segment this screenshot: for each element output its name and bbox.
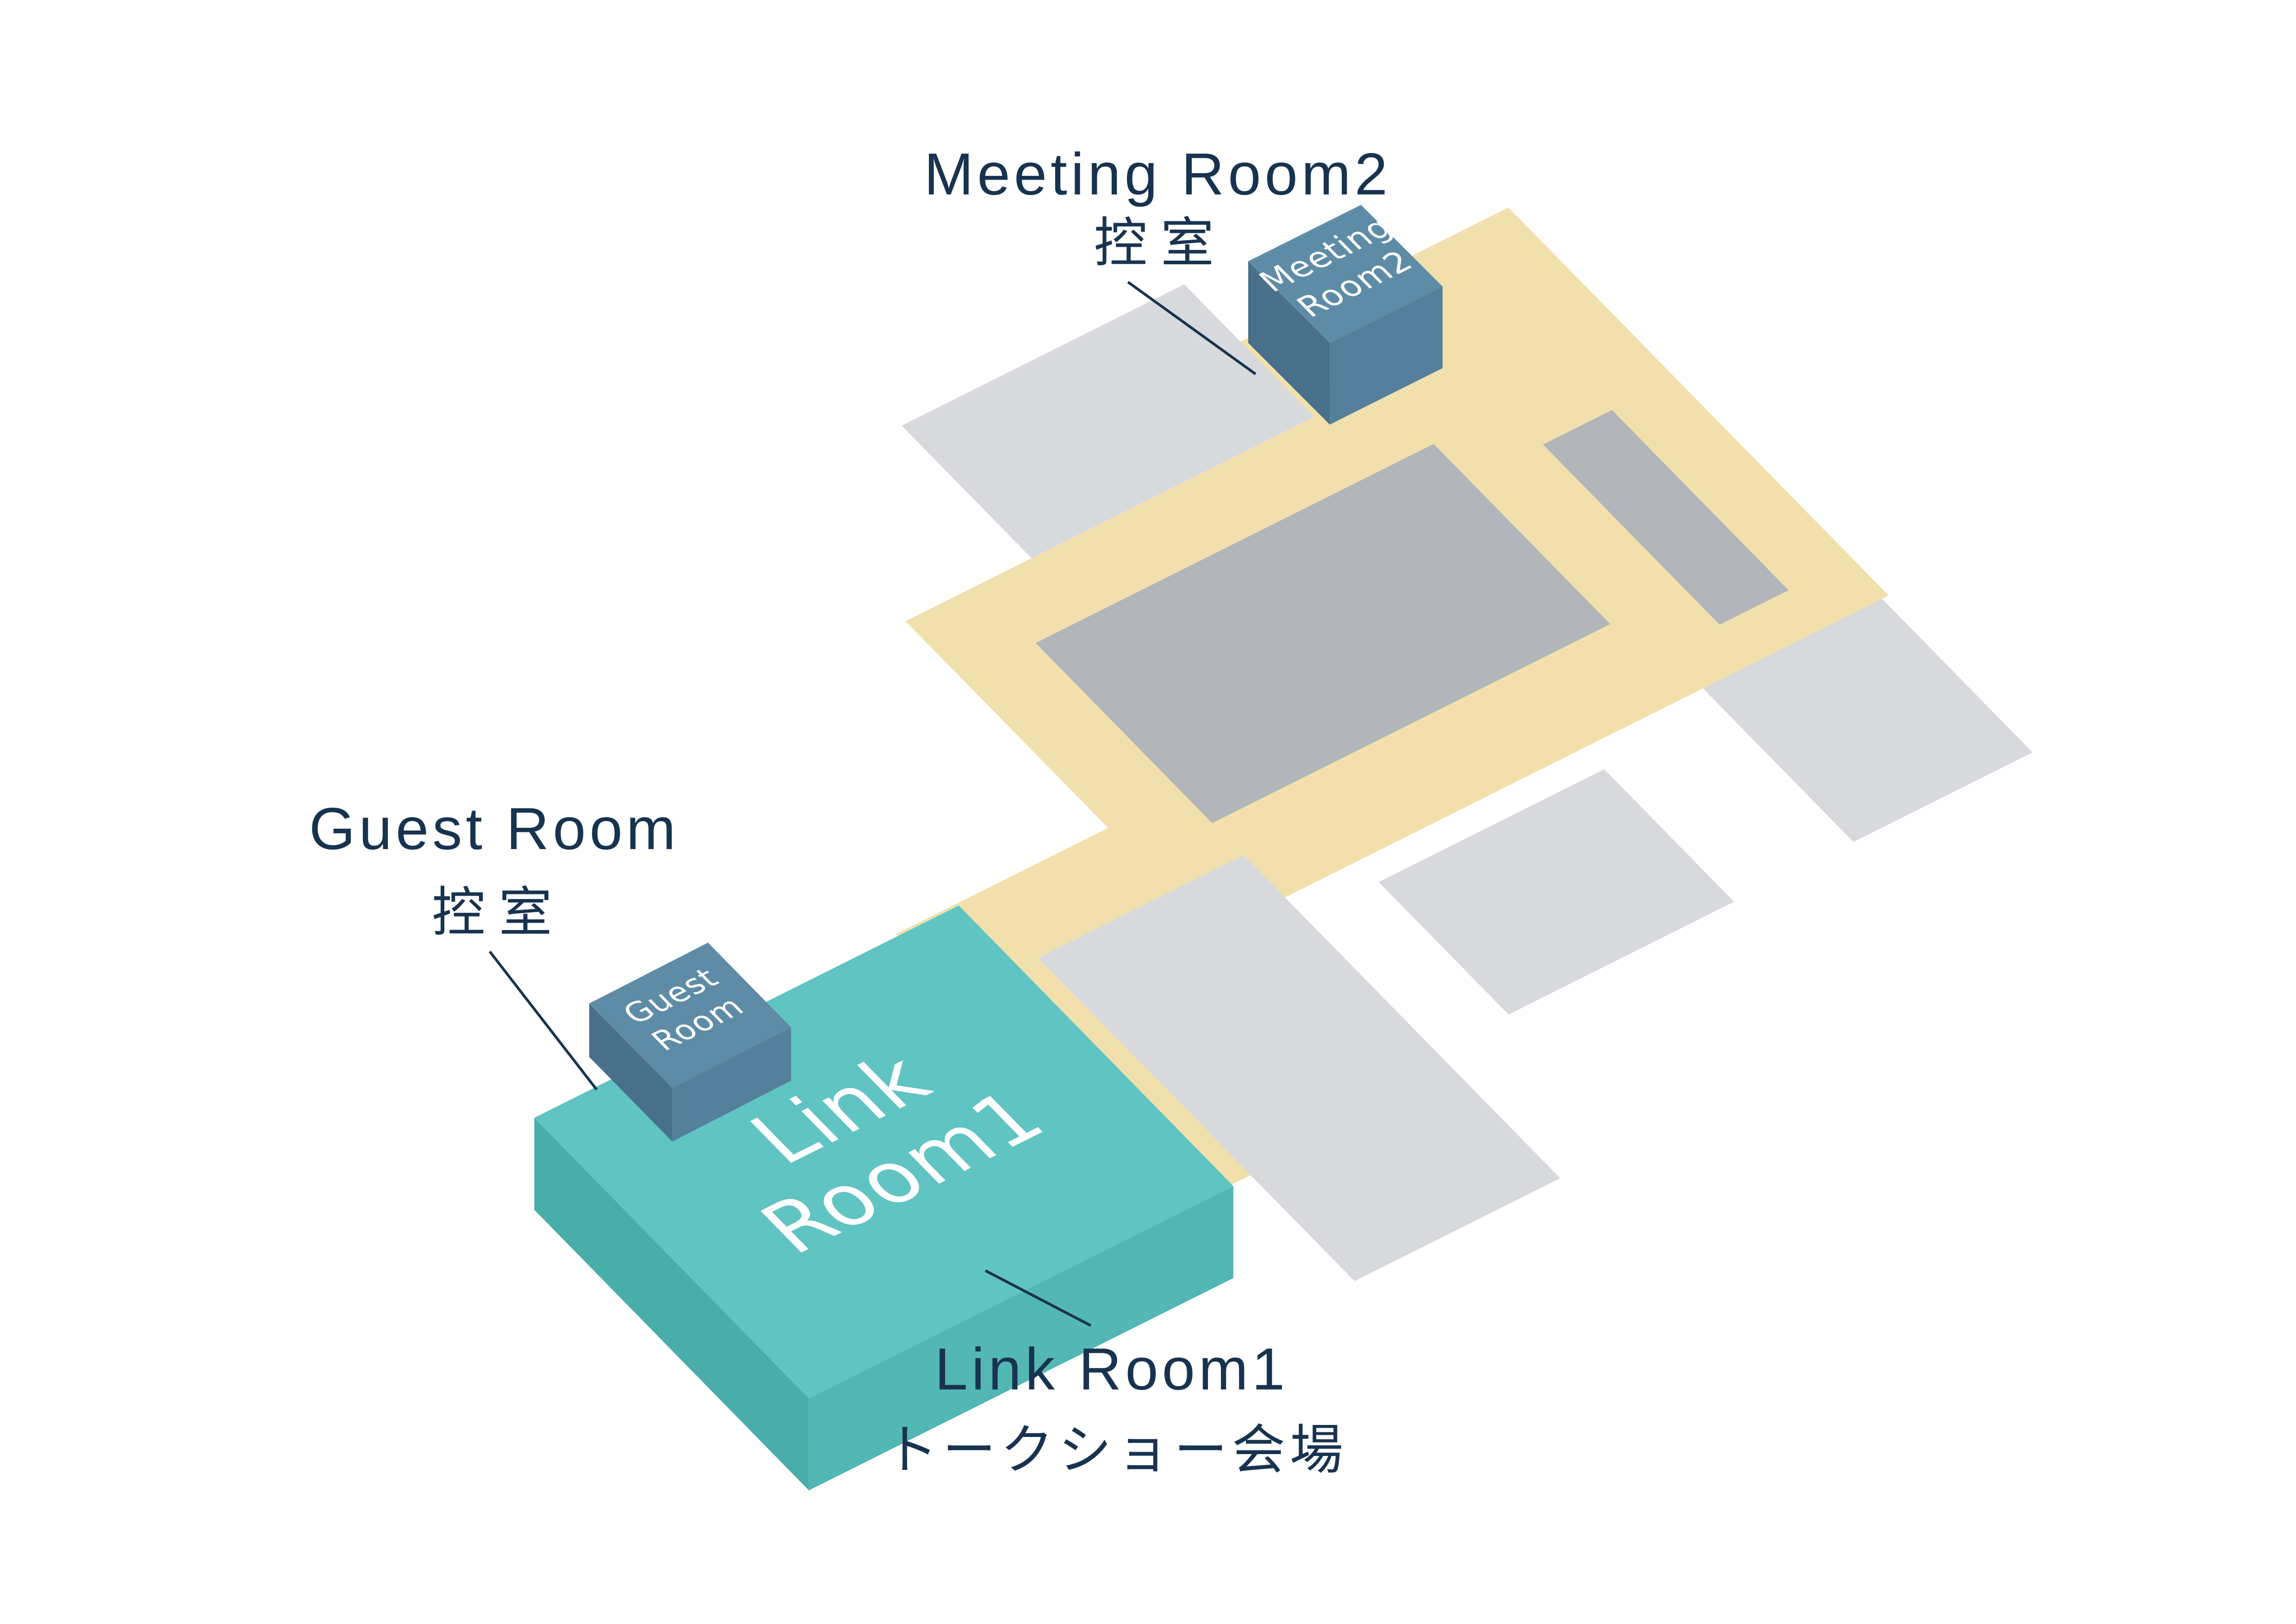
block-bottom-right xyxy=(1703,599,2033,842)
link-room1-box-left-face xyxy=(534,1118,809,1491)
link-room1-label-ja: トークショー会場 xyxy=(884,1420,1348,1480)
block-bottom-middle xyxy=(1378,769,1734,1015)
link-room1-box-right-face xyxy=(809,1186,1233,1491)
guest-room-label-en: Guest Room xyxy=(309,796,679,862)
guest-room-box-left-face xyxy=(589,1003,672,1142)
meeting-room2-box: Meeting Room2 xyxy=(1248,205,1443,425)
link-room1-leader-line xyxy=(985,1269,1092,1327)
meeting-room2-label-en: Meeting Room2 xyxy=(924,141,1392,207)
meeting-room2-leader-line xyxy=(1127,281,1257,375)
block-central-hall xyxy=(1035,443,1611,824)
meeting-room2-box-top-face xyxy=(1248,205,1443,343)
block-top-left xyxy=(902,284,1314,558)
link-room1-box-top-face xyxy=(534,906,1233,1399)
corridor-upper-left xyxy=(905,282,1640,680)
guest-room-leader-line xyxy=(488,950,598,1091)
link-room1-label-en: Link Room1 xyxy=(935,1336,1289,1402)
link-room1-box: Link Room1 xyxy=(534,906,1233,1491)
corridor-left-side xyxy=(905,585,1244,892)
link-room1-callout: Link Room1 トークショー会場 xyxy=(884,1336,1348,1480)
guest-room-box-right-face xyxy=(672,1027,791,1142)
meeting-room2-label-ja: 控室 xyxy=(1094,213,1227,273)
guest-room-box: Guest Room xyxy=(589,943,791,1142)
meeting-room2-callout: Meeting Room2 控室 xyxy=(924,141,1392,273)
corridor-bottom xyxy=(1139,521,1889,934)
block-bottom-center xyxy=(1038,855,1561,1281)
meeting-room2-box-left-face xyxy=(1248,261,1330,425)
meeting-room2-box-right-face xyxy=(1330,286,1443,425)
guest-room-box-top-face xyxy=(589,943,791,1088)
block-right-narrow xyxy=(1543,410,1789,625)
guest-room-label-ja: 控室 xyxy=(432,883,566,943)
guest-room-callout: Guest Room 控室 xyxy=(309,796,679,943)
